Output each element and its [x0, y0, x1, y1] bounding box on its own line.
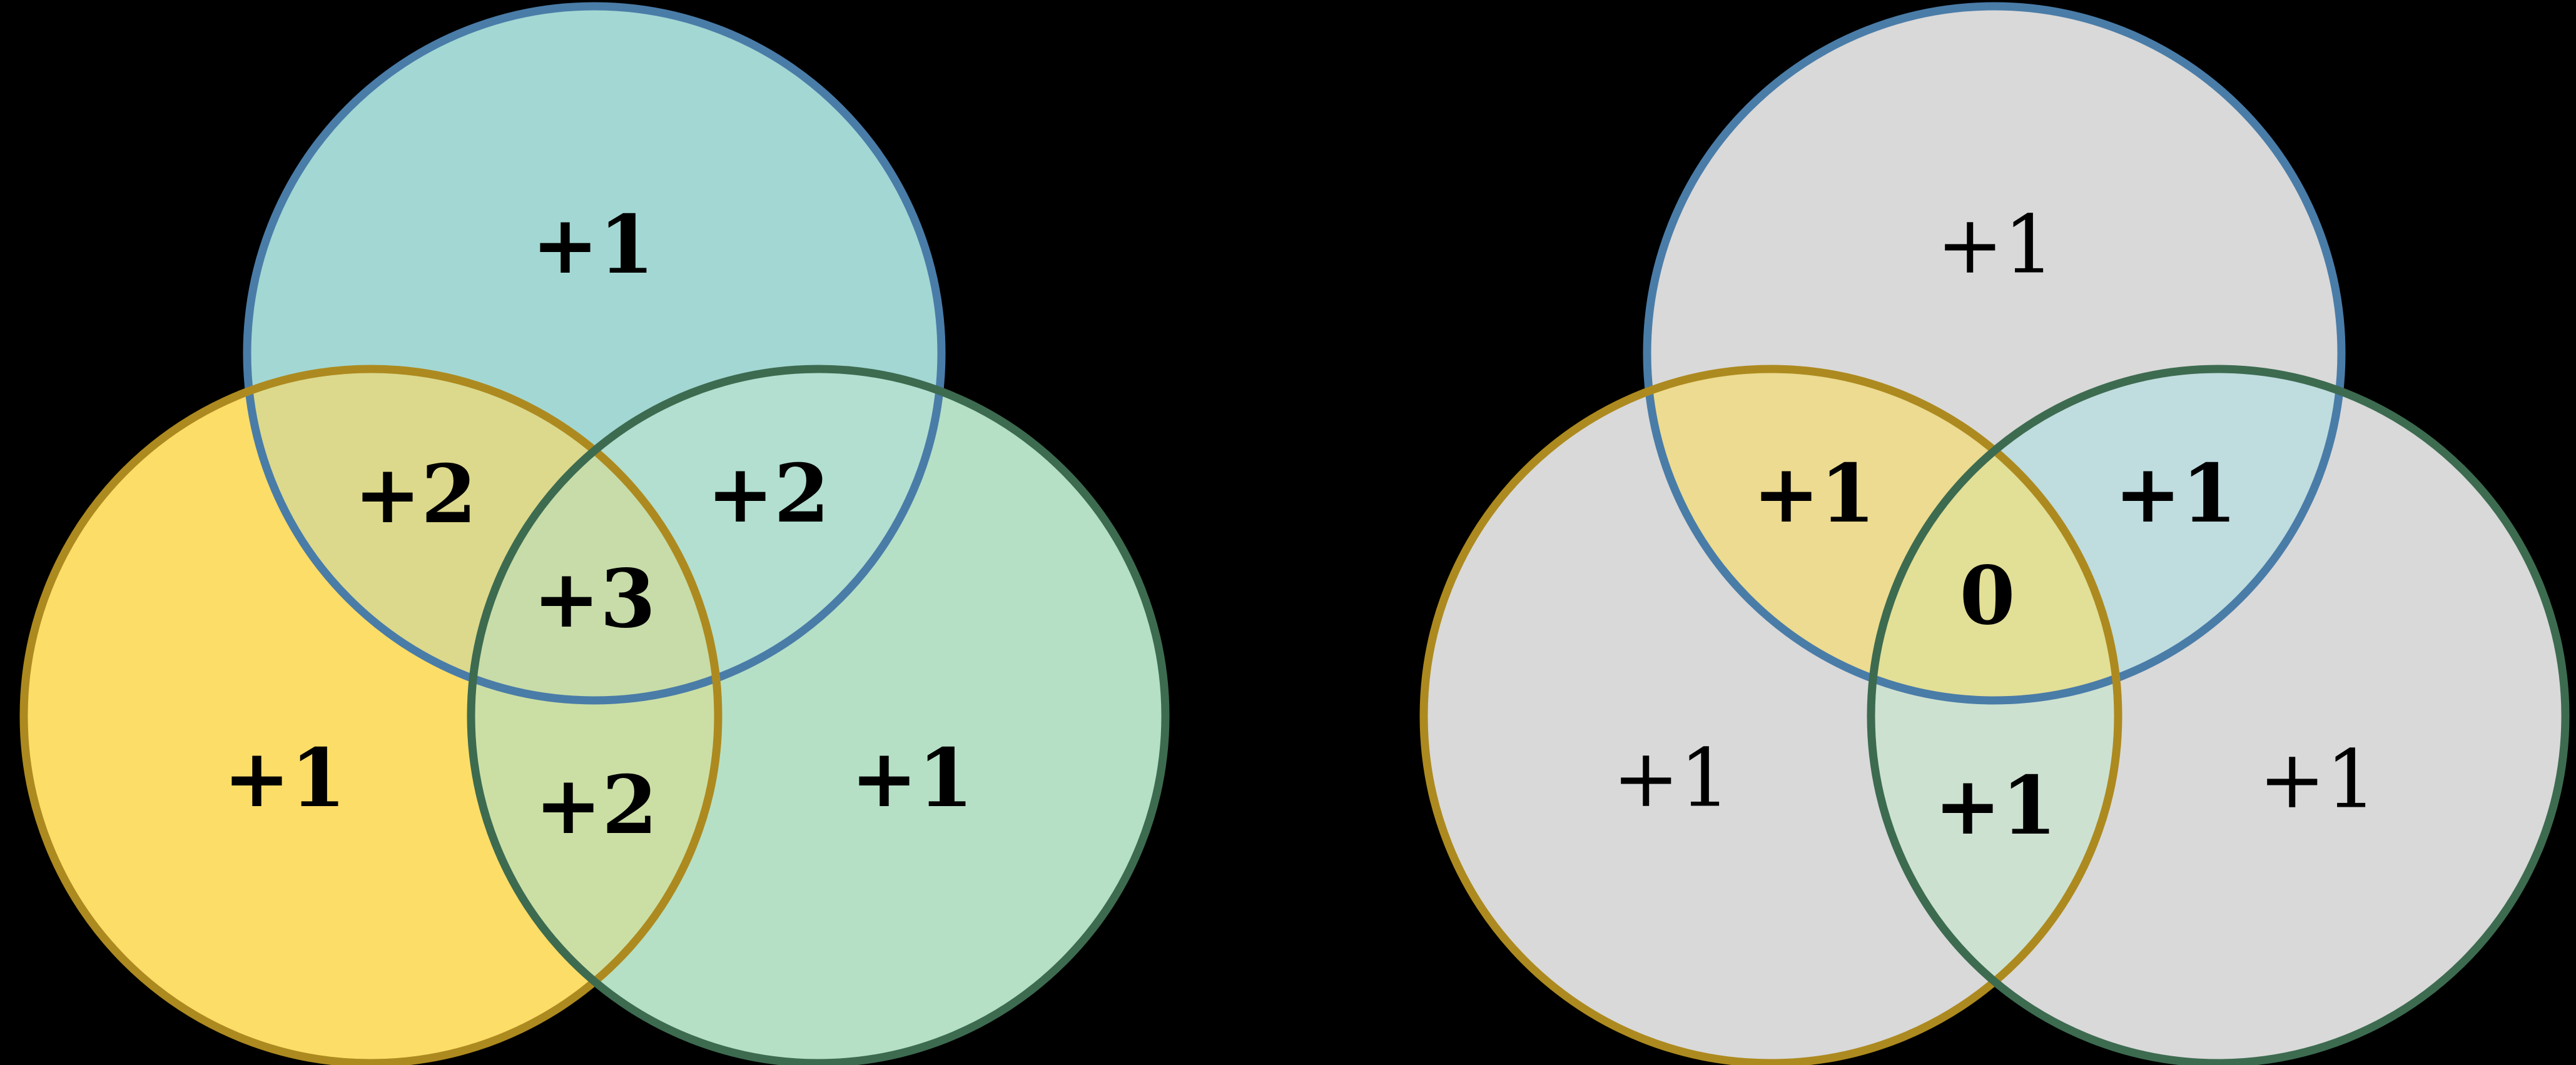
left-region-label-center: +3 — [533, 552, 656, 646]
left-venn-diagram: +1 +2 +2 +3 +1 +2 +1 — [19, 2, 1170, 1065]
right-right-circle-outline — [1867, 365, 2570, 1065]
left-region-label-top-left: +2 — [354, 448, 477, 542]
right-center-intersection-fill — [1871, 369, 2118, 700]
left-center-intersection-fill — [471, 369, 718, 700]
right-region-label-top: +1 — [1937, 199, 2055, 292]
left-region-label-bottom: +2 — [535, 759, 657, 852]
right-region-label-left: +1 — [1613, 732, 1731, 825]
left-region-label-top-right: +2 — [707, 447, 829, 541]
right-region-label-right: +1 — [2259, 734, 2377, 827]
left-left-circle-outline — [19, 365, 723, 1065]
right-region-label-center: 0 — [1959, 549, 2015, 643]
left-region-label-right: +1 — [851, 732, 973, 825]
left-region-label-left: +1 — [223, 732, 346, 825]
right-region-label-top-right: +1 — [2114, 447, 2237, 541]
right-top-circle-outline — [1643, 2, 2346, 705]
left-region-label-top: +1 — [532, 198, 654, 292]
right-region-label-top-left: +1 — [1753, 447, 1875, 541]
left-right-circle-outline — [467, 365, 1170, 1065]
right-venn-diagram: +1 +1 +1 0 +1 +1 +1 — [1419, 2, 2570, 1065]
left-top-circle-outline — [243, 2, 946, 705]
right-region-label-bottom: +1 — [1934, 759, 2057, 853]
right-left-circle-outline — [1419, 365, 2122, 1065]
